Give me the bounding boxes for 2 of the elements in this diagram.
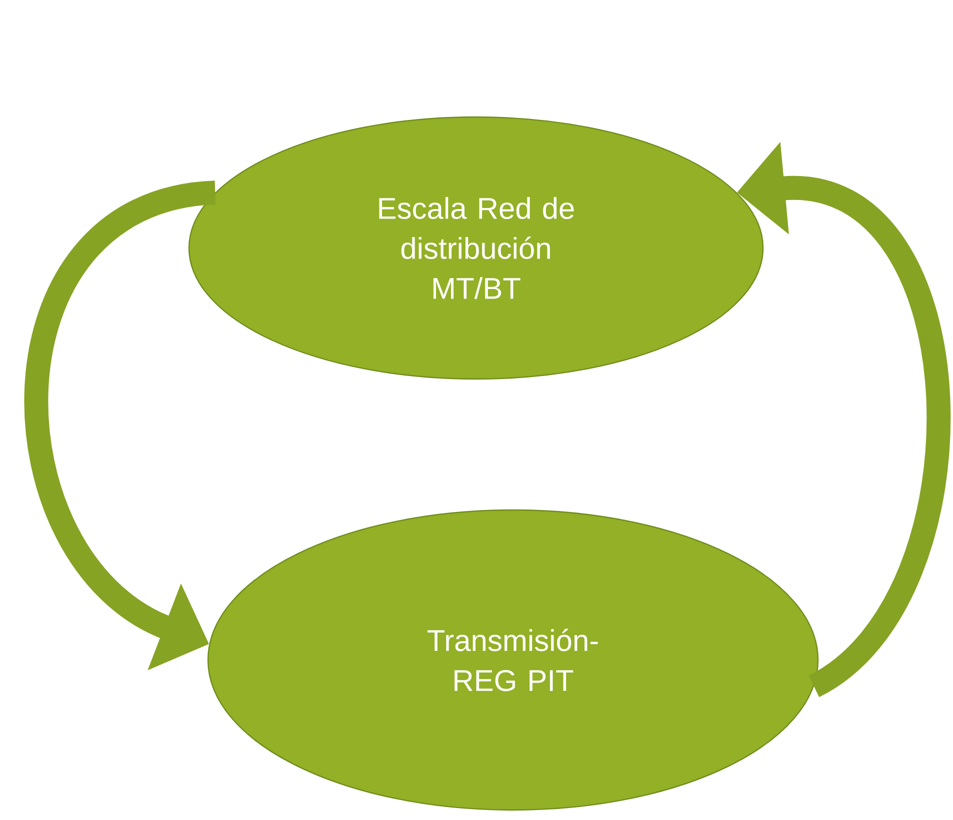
ellipse-node: Transmisión- REG PIT — [207, 509, 819, 811]
ellipse-node: Escala Red de distribución MT/BT — [188, 116, 764, 380]
